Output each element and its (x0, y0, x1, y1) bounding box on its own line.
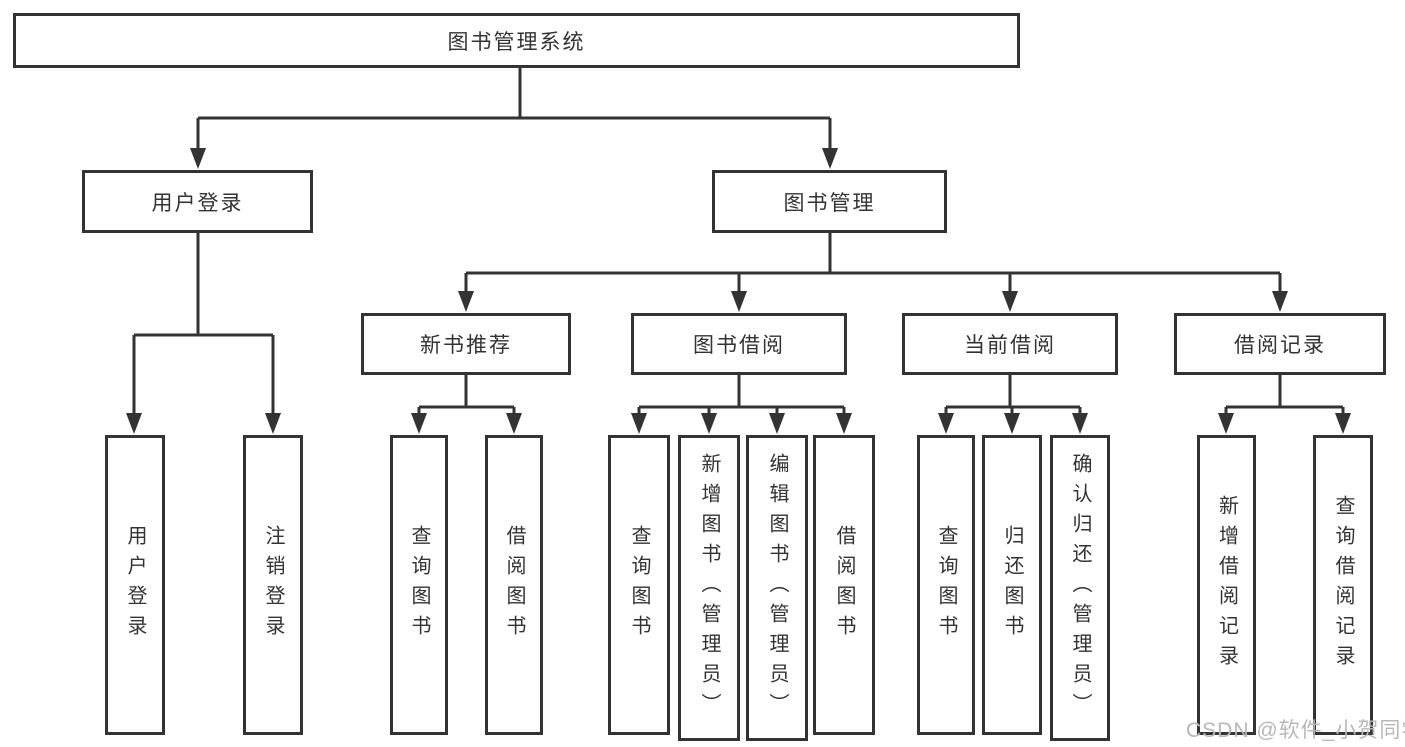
node-user-login: 用户登录 (82, 170, 313, 233)
leaf-cb-return-books-label: 归还图书 (1001, 525, 1023, 645)
connector-current-borrow (944, 374, 1082, 416)
connector-book-management (464, 232, 1282, 294)
leaf-bb-edit-books-admin-label: 编辑图书（管理员） (766, 453, 788, 723)
leaf-bb-query-books-label: 查询图书 (628, 525, 650, 645)
leaf-user-login-label: 用户登录 (124, 525, 146, 645)
leaf-nb-query-books: 查询图书 (390, 435, 448, 735)
node-book-borrow: 图书借阅 (631, 313, 847, 375)
leaf-bb-borrow-books: 借阅图书 (813, 435, 875, 735)
leaf-cb-return-books: 归还图书 (982, 435, 1042, 735)
connector-user-login (132, 232, 275, 416)
node-current-borrow: 当前借阅 (902, 313, 1118, 375)
leaf-bb-add-books-admin: 新增图书（管理员） (678, 435, 740, 741)
leaf-br-query-record: 查询借阅记录 (1313, 435, 1373, 735)
leaf-cb-confirm-return-admin-label: 确认归还（管理员） (1069, 453, 1091, 723)
leaf-logout: 注销登录 (243, 435, 303, 735)
leaf-bb-add-books-admin-label: 新增图书（管理员） (698, 453, 720, 723)
leaf-nb-borrow-books-label: 借阅图书 (503, 525, 525, 645)
leaf-nb-borrow-books: 借阅图书 (485, 435, 543, 735)
leaf-cb-confirm-return-admin: 确认归还（管理员） (1050, 435, 1110, 741)
csdn-watermark: CSDN @软件_小贺同学 (1186, 719, 1405, 742)
leaf-cb-query-books-label: 查询图书 (935, 525, 957, 645)
connector-root (196, 66, 832, 150)
arrowheads (126, 148, 1351, 434)
leaf-br-query-record-label: 查询借阅记录 (1332, 495, 1354, 675)
leaf-bb-borrow-books-label: 借阅图书 (833, 525, 855, 645)
connector-borrow-record (1224, 374, 1345, 416)
leaf-bb-edit-books-admin: 编辑图书（管理员） (746, 435, 808, 741)
connector-new-book (417, 374, 516, 416)
leaf-br-add-record-label: 新增借阅记录 (1215, 495, 1238, 675)
node-new-book-recommend: 新书推荐 (361, 313, 571, 375)
leaf-nb-query-books-label: 查询图书 (408, 525, 430, 645)
leaf-user-login: 用户登录 (105, 435, 165, 735)
connector-book-borrow (637, 374, 846, 416)
leaf-br-add-record: 新增借阅记录 (1197, 435, 1256, 735)
node-borrow-records: 借阅记录 (1174, 313, 1386, 375)
leaf-logout-label: 注销登录 (262, 525, 284, 645)
node-root: 图书管理系统 (13, 13, 1020, 68)
leaf-bb-query-books: 查询图书 (608, 435, 670, 735)
node-book-management: 图书管理 (712, 170, 947, 233)
leaf-cb-query-books: 查询图书 (917, 435, 975, 735)
